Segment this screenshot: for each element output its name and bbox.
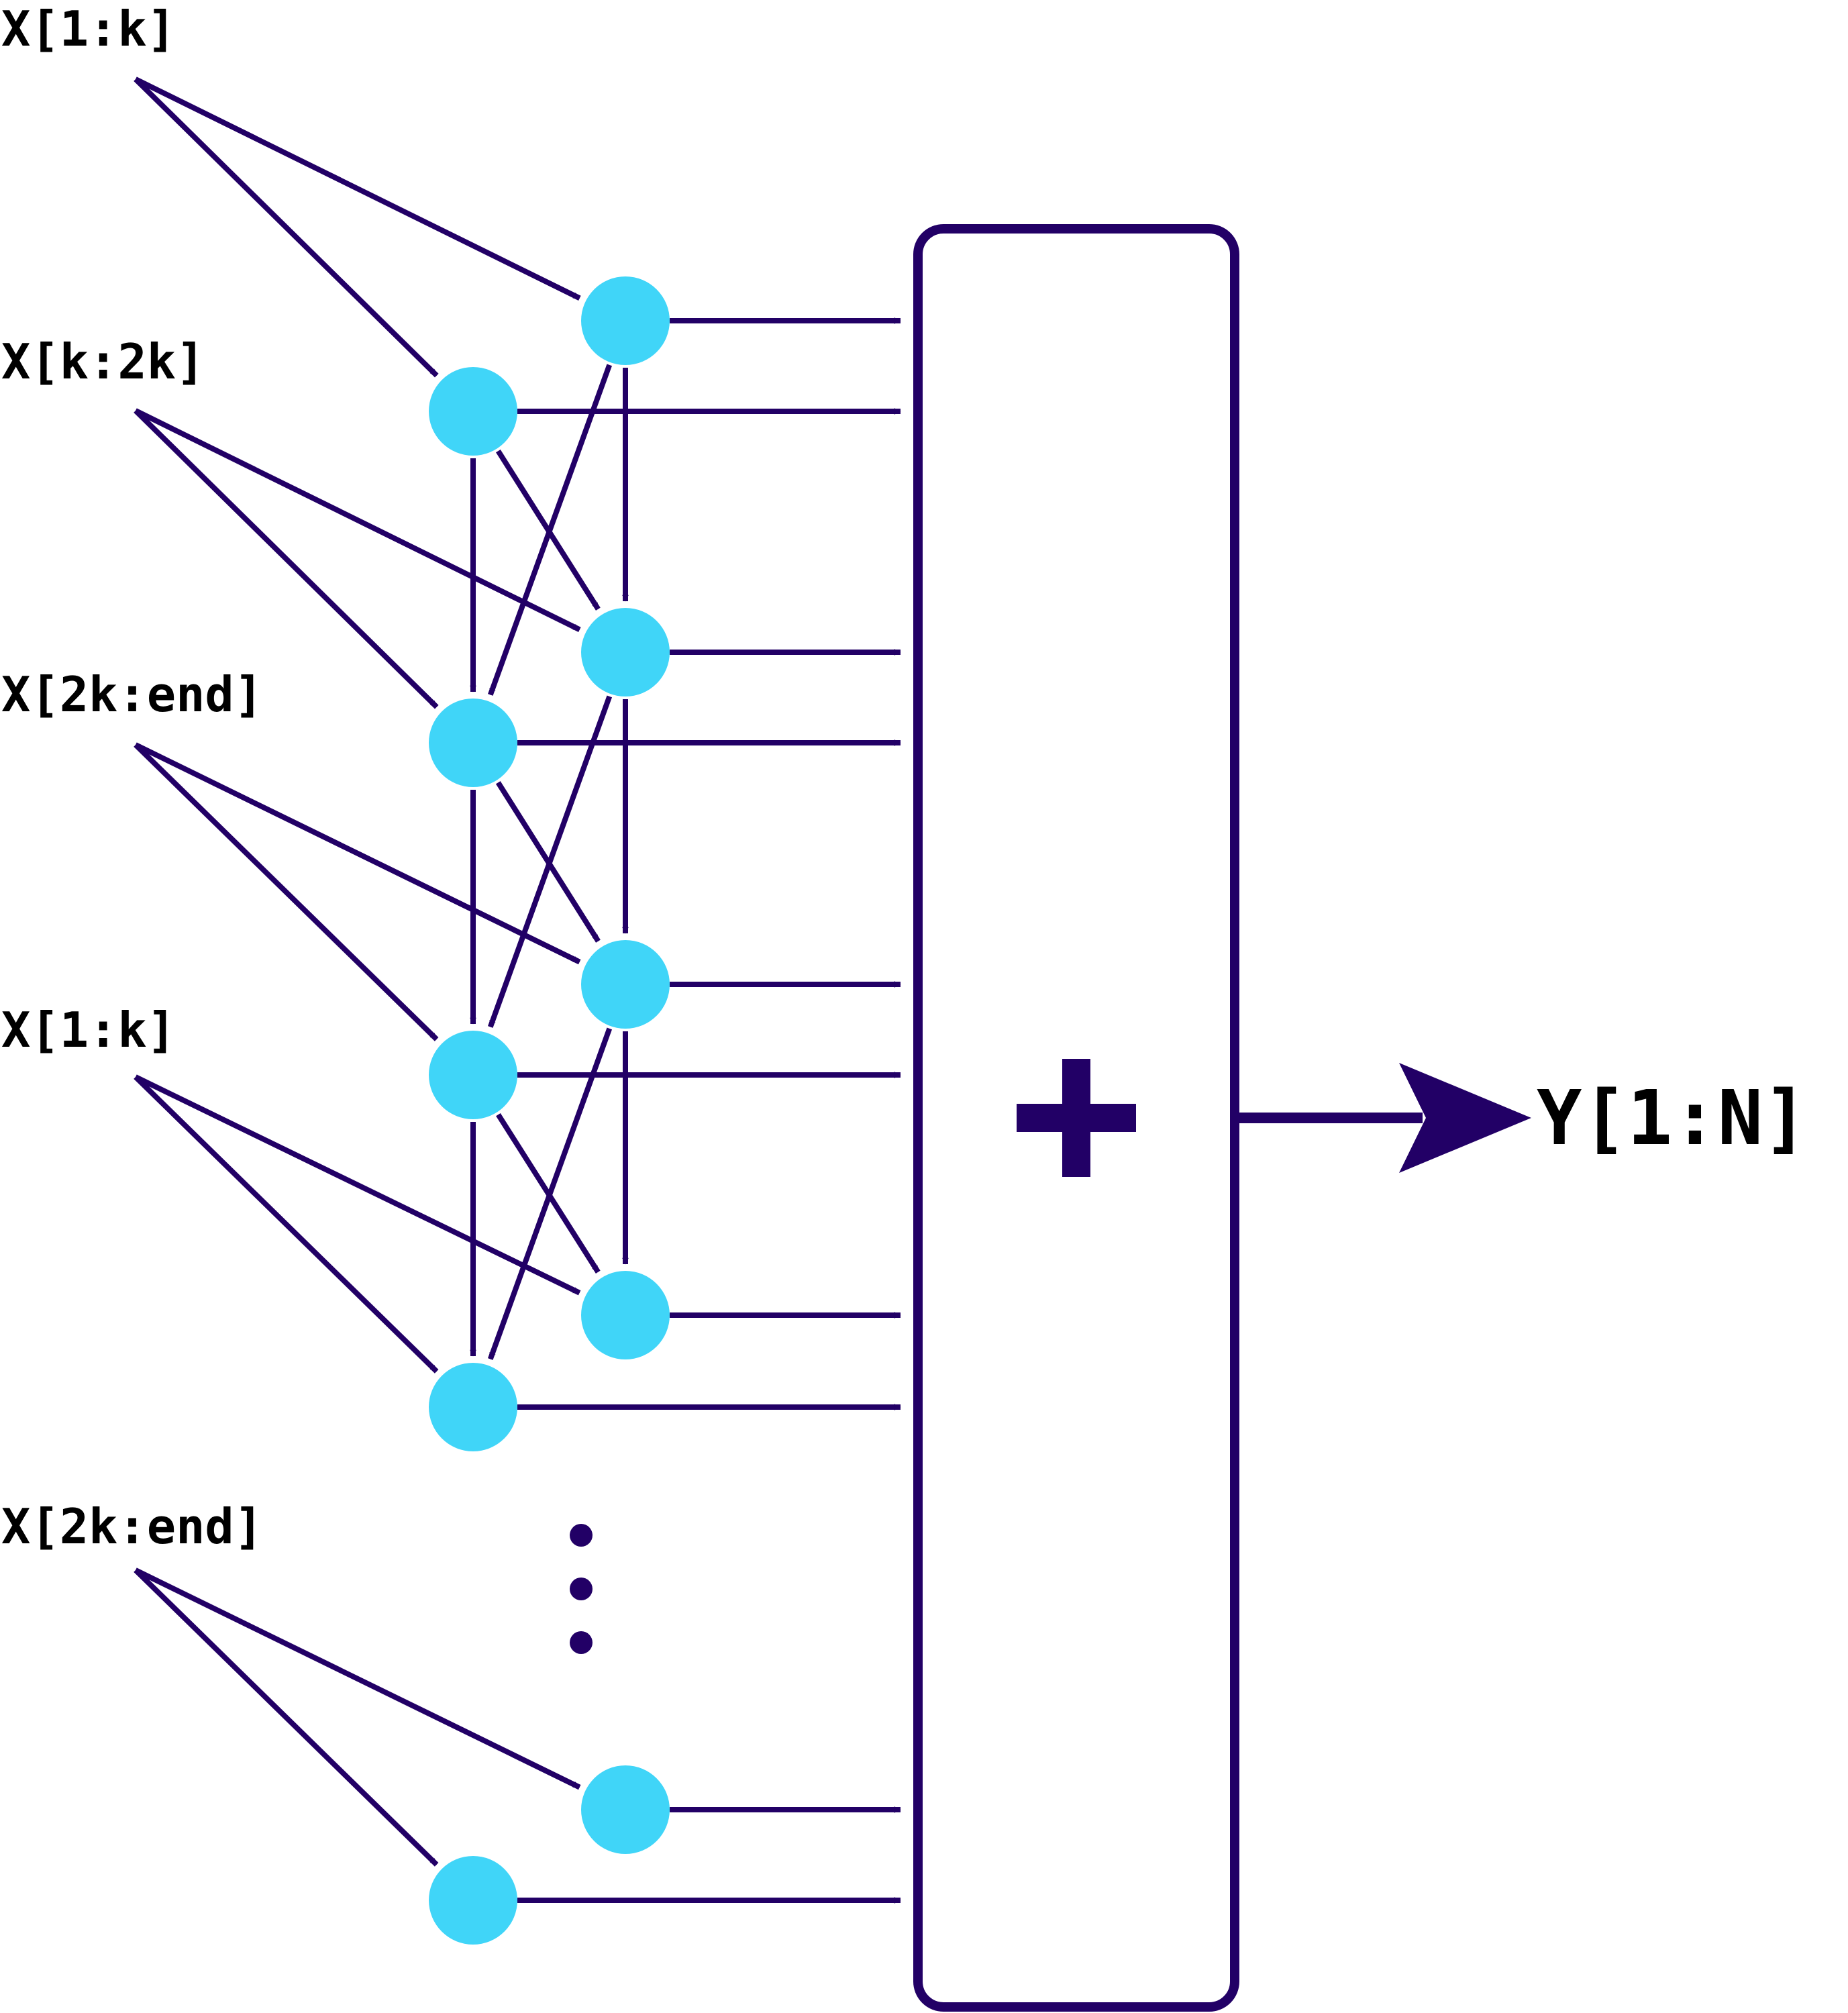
feature-node: [429, 1031, 517, 1119]
input-label-5: X[2k:end]: [1, 1498, 263, 1555]
input-arrow: [134, 408, 581, 632]
input-arrow: [134, 76, 581, 301]
feature-nodes: [429, 276, 670, 1945]
feature-node: [429, 1363, 517, 1451]
diagonal-arrow: [487, 695, 613, 1028]
feature-node: [581, 940, 670, 1029]
input-arrow: [134, 1568, 439, 1867]
feature-node: [429, 367, 517, 456]
output-label: Y[1:N]: [1537, 1075, 1808, 1162]
plus-sign: [1017, 1059, 1136, 1177]
feature-node: [429, 1856, 517, 1945]
feature-node: [581, 608, 670, 696]
connection-arrows: [134, 76, 901, 1904]
input-arrow: [134, 77, 439, 378]
feature-node: [581, 276, 670, 365]
input-arrow: [134, 1074, 581, 1296]
input-arrow: [134, 742, 581, 965]
feature-node: [581, 1271, 670, 1359]
feature-node: [581, 1765, 670, 1854]
input-arrow: [134, 1075, 439, 1374]
output-arrow: [1235, 1063, 1531, 1173]
input-arrow: [134, 409, 439, 709]
diagonal-arrow: [488, 364, 613, 696]
input-label-3: X[2k:end]: [1, 666, 263, 723]
feature-node: [429, 699, 517, 787]
input-label-1: X[1:k]: [1, 1, 176, 57]
input-label-4: X[1:k]: [1, 1002, 176, 1058]
diagonal-arrow: [487, 1027, 613, 1360]
input-label-2: X[k:2k]: [1, 333, 205, 390]
input-arrow: [134, 743, 439, 1041]
input-arrow: [134, 1567, 581, 1790]
ellipsis-dots: [570, 1524, 593, 1654]
